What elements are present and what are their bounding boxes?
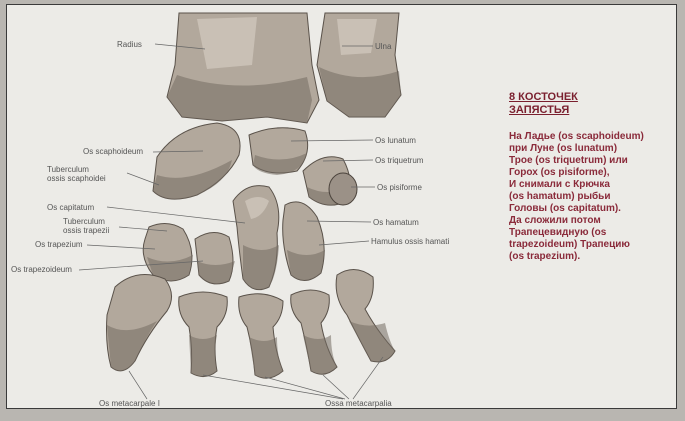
ulna-bone — [317, 13, 401, 117]
capitate-bone — [233, 186, 279, 290]
metacarpal-i — [107, 275, 172, 371]
mnemonic-text: На Ладье (os scaphoideum) при Луне (os l… — [509, 131, 677, 263]
label-os-trapezoideum: Os trapezoideum — [11, 265, 72, 274]
label-os-scaphoideum: Os scaphoideum — [83, 147, 143, 156]
diagram-frame: Radius Ulna Os scaphoideum Tuberculum os… — [6, 4, 677, 409]
mnemonic-title: 8 КОСТОЧЕК ЗАПЯСТЬЯ — [509, 91, 629, 117]
label-hamulus-ossis-hamati: Hamulus ossis hamati — [371, 237, 449, 246]
label-os-metacarpale-i: Os metacarpale I — [99, 399, 160, 408]
radius-bone — [167, 13, 319, 123]
label-os-hamatum: Os hamatum — [373, 218, 419, 227]
label-tuberculum-scaphoidei: Tuberculum ossis scaphoidei — [47, 165, 117, 183]
label-os-lunatum: Os lunatum — [375, 136, 416, 145]
trapezium-bone — [143, 223, 193, 281]
metacarpal-iv — [291, 290, 337, 374]
label-os-pisiforme: Os pisiforme — [377, 183, 422, 192]
metacarpal-ii — [179, 292, 228, 377]
label-ossa-metacarpalia: Ossa metacarpalia — [325, 399, 392, 408]
hamate-bone — [283, 202, 325, 281]
label-os-triquetrum: Os triquetrum — [375, 156, 423, 165]
label-os-capitatum: Os capitatum — [47, 203, 94, 212]
pisiform-bone — [329, 173, 357, 205]
label-os-trapezium: Os trapezium — [35, 240, 83, 249]
trapezoid-bone — [195, 232, 235, 283]
metacarpal-v — [336, 269, 395, 361]
label-ulna: Ulna — [375, 42, 391, 51]
label-tuberculum-trapezii: Tuberculum ossis trapezii — [63, 217, 133, 235]
metacarpal-iii — [239, 294, 283, 378]
scaphoid-bone — [153, 123, 240, 199]
label-radius: Radius — [117, 40, 142, 49]
lunate-bone — [249, 128, 308, 175]
